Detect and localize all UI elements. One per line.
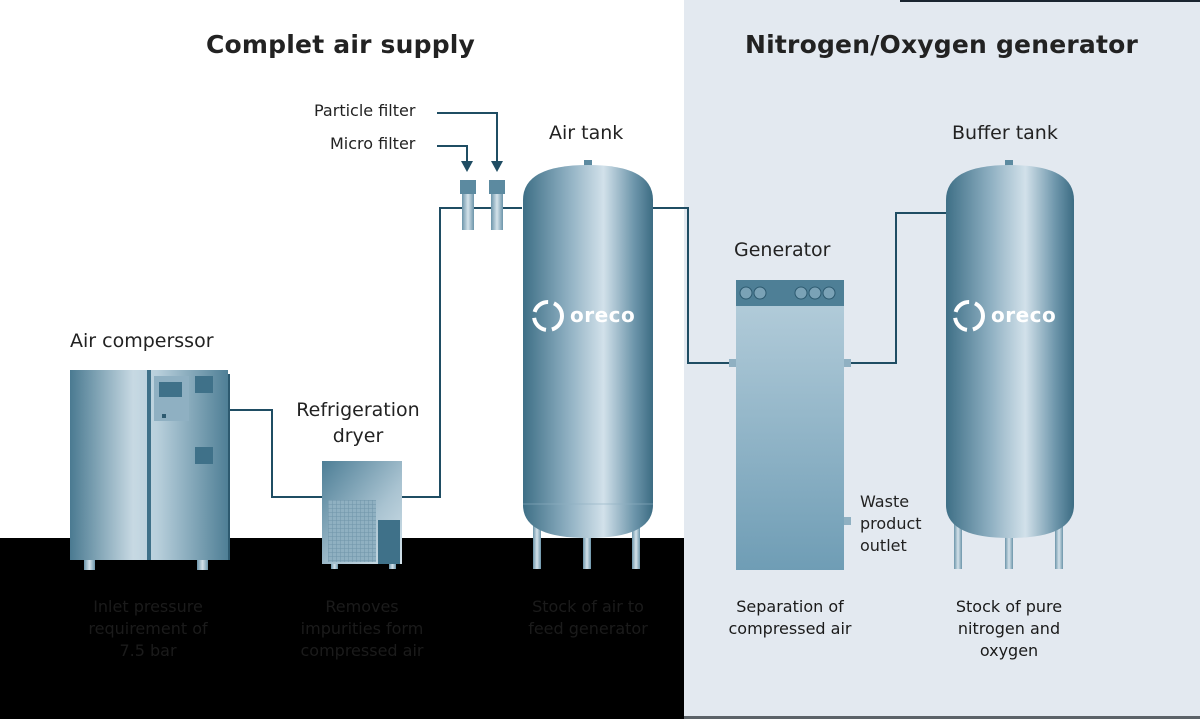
air-compressor [70, 370, 230, 570]
bottom-edge-line [684, 716, 1200, 719]
buffer-tank-title: Buffer tank [952, 122, 1058, 144]
pipe-compressor-to-dryer [229, 409, 322, 498]
air-compressor-title: Air comperssor [70, 330, 214, 352]
generator-description: Separation of compressed air [728, 597, 852, 638]
micro-filter-label: Micro filter [330, 134, 416, 153]
pipe-airtank-to-generator [648, 207, 735, 364]
particle-filter-label: Particle filter [314, 101, 416, 120]
buffer-tank [946, 160, 1074, 569]
oreco-logo-icon [953, 300, 985, 332]
generator-title: Generator [734, 239, 831, 261]
micro-filter [460, 180, 476, 230]
air-tank-description: Stock of air to feed generator [528, 597, 648, 638]
section-title-generator: Nitrogen/Oxygen generator [745, 30, 1139, 59]
air-tank-title: Air tank [549, 122, 624, 144]
particle-filter-leader [437, 112, 498, 162]
refrigeration-dryer-title: Refrigeration dryer [296, 399, 420, 447]
pipes [229, 112, 948, 498]
generator [729, 280, 851, 570]
refrigeration-dryer [322, 461, 402, 569]
micro-filter-arrow [461, 161, 473, 172]
buffer-tank-brand: oreco [991, 303, 1057, 327]
buffer-tank-description: Stock of pure nitrogen and oxygen [955, 597, 1063, 660]
air-tank [523, 160, 653, 569]
waste-outlet-label: Waste product outlet [860, 492, 922, 555]
pipe-generator-to-buffer [846, 212, 948, 364]
micro-filter-leader [437, 145, 468, 162]
oreco-logo-icon [532, 300, 564, 332]
pipe-dryer-to-filters [402, 207, 522, 498]
air-tank-brand: oreco [570, 303, 636, 327]
particle-filter [489, 180, 505, 230]
air-compressor-description: Inlet pressure requirement of 7.5 bar [88, 597, 208, 660]
top-edge-line [900, 0, 1200, 2]
floor-area [0, 538, 684, 719]
particle-filter-arrow [491, 161, 503, 172]
section-title-air-supply: Complet air supply [206, 30, 476, 59]
refrigeration-dryer-description: Removes impurities form compressed air [300, 597, 424, 660]
